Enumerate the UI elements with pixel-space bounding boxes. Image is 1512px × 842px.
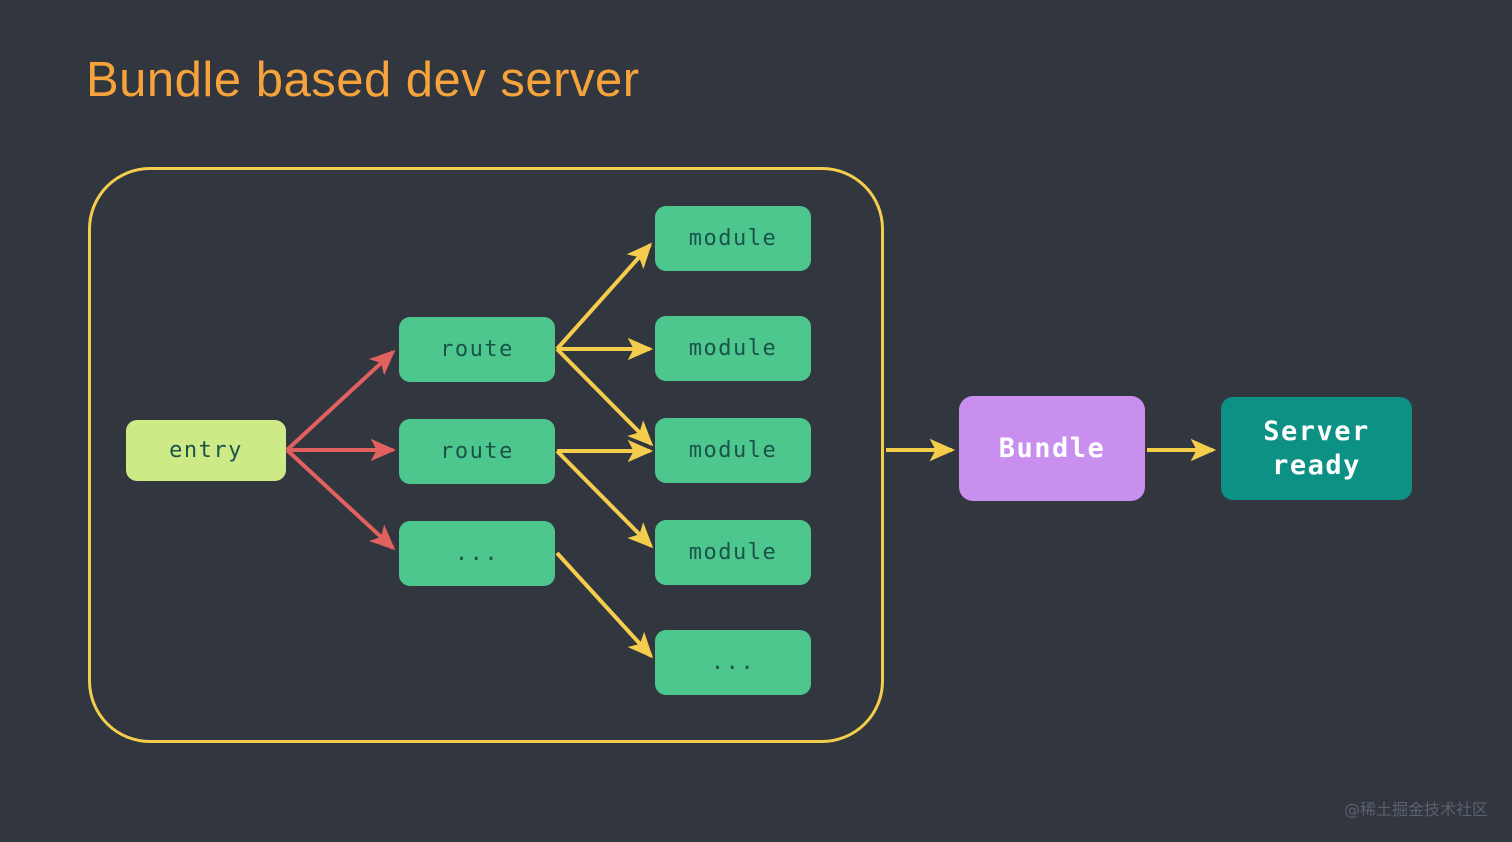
- node-module-4-label: module: [688, 540, 778, 565]
- node-bundle-label: Bundle: [998, 433, 1106, 464]
- node-module-1-label: module: [688, 226, 778, 251]
- node-route-3[interactable]: ...: [399, 521, 555, 586]
- page-title: Bundle based dev server: [86, 53, 640, 107]
- node-route-1[interactable]: route: [399, 317, 555, 382]
- node-module-5-label: ...: [710, 650, 756, 675]
- node-route-2-label: route: [440, 439, 514, 464]
- node-server-ready[interactable]: Server ready: [1221, 397, 1412, 500]
- node-route-1-label: route: [440, 337, 514, 362]
- node-module-1[interactable]: module: [655, 206, 811, 271]
- bundle-graph-group: [88, 167, 884, 743]
- node-module-2[interactable]: module: [655, 316, 811, 381]
- node-module-3-label: module: [688, 438, 778, 463]
- watermark: @稀土掘金技术社区: [1343, 800, 1488, 819]
- node-module-2-label: module: [688, 336, 778, 361]
- node-entry[interactable]: entry: [126, 420, 286, 481]
- node-server-ready-line-2: ready: [1272, 449, 1361, 481]
- node-route-2[interactable]: route: [399, 419, 555, 484]
- node-entry-label: entry: [169, 438, 243, 463]
- node-module-4[interactable]: module: [655, 520, 811, 585]
- node-module-5[interactable]: ...: [655, 630, 811, 695]
- node-module-3[interactable]: module: [655, 418, 811, 483]
- node-bundle[interactable]: Bundle: [959, 396, 1145, 501]
- node-server-ready-line-1: Server: [1263, 415, 1370, 447]
- node-route-3-label: ...: [454, 541, 500, 566]
